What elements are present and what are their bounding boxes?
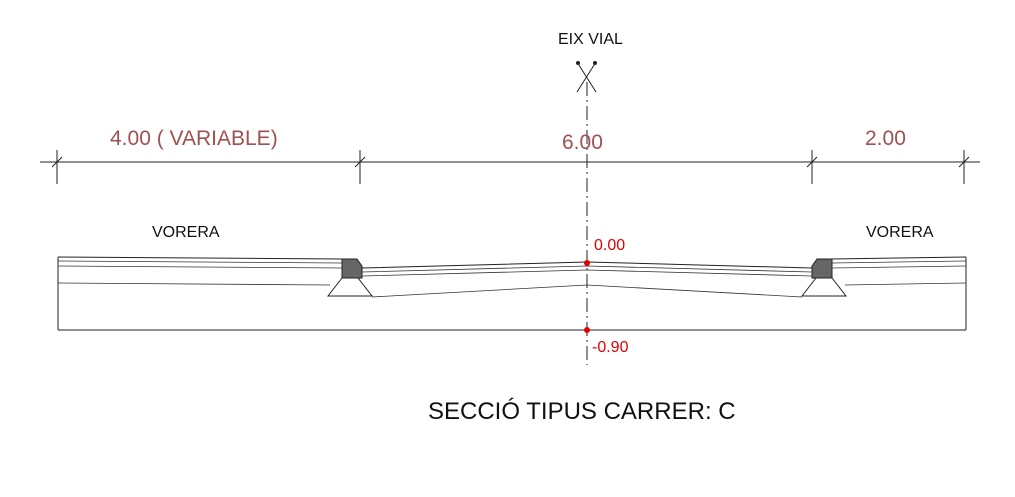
dimension-center-label: 6.00: [562, 131, 603, 154]
axis-label: EIX VIAL: [558, 31, 623, 48]
sidewalk-left-label: VORERA: [152, 224, 220, 241]
level-top-marker: [584, 260, 590, 266]
level-bottom-label: -0.90: [592, 339, 629, 356]
curb-right-icon: [800, 258, 848, 297]
level-top-label: 0.00: [594, 237, 625, 254]
level-bottom-marker: [584, 327, 590, 333]
drawing-title: SECCIÓ TIPUS CARRER: C: [428, 398, 736, 425]
axis-symbol-icon: [576, 61, 597, 93]
dimension-right-label: 2.00: [865, 127, 906, 150]
sidewalk-right-label: VORERA: [866, 224, 934, 241]
dimension-line: [40, 150, 980, 184]
dimension-left-label: 4.00 ( VARIABLE): [110, 127, 278, 150]
curb-left-icon: [326, 258, 374, 297]
